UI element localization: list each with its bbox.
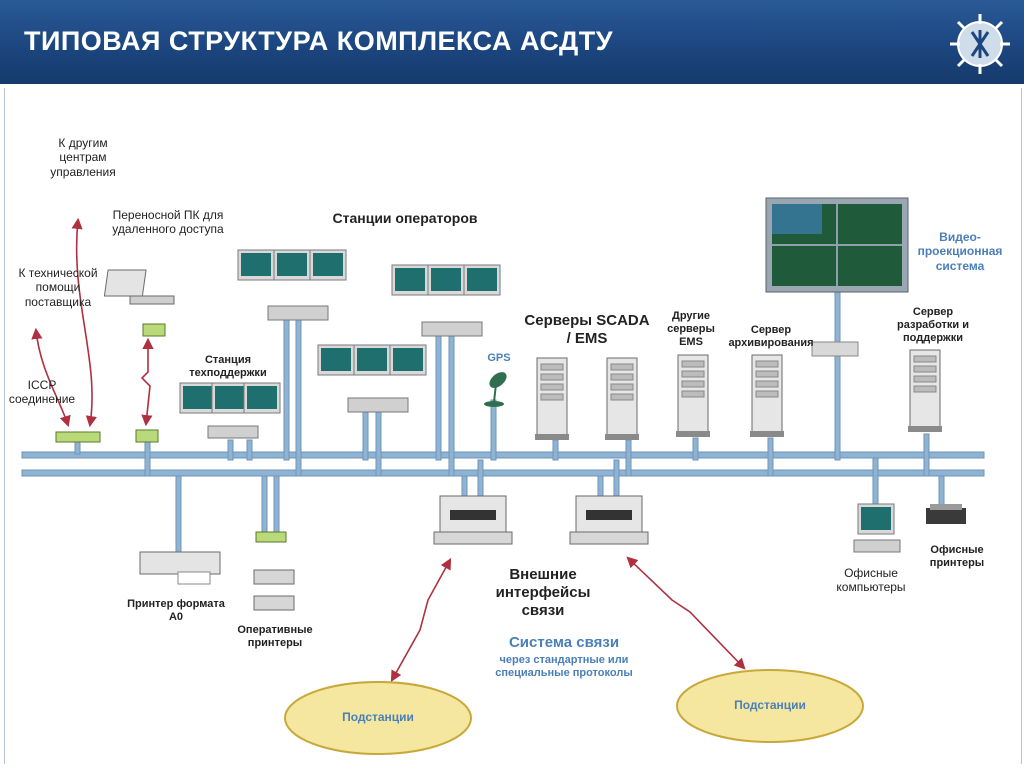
substation-right-ellipse — [676, 669, 864, 743]
op-printer-2-icon — [253, 595, 295, 611]
label-office-pcs: Офисные компьютеры — [836, 566, 906, 595]
bus-drops — [74, 289, 945, 557]
label-substations-right: Подстанции — [734, 698, 806, 712]
plotter-a0-icon — [139, 551, 221, 585]
label-operator-stations: Станции операторов — [332, 210, 478, 226]
archive-server — [749, 354, 785, 438]
scada-server-2 — [604, 357, 640, 441]
other-ems-server — [675, 354, 711, 438]
network-bus — [21, 451, 985, 477]
operator-station-2 — [391, 264, 501, 337]
gateway-boxes — [55, 323, 859, 543]
label-comm-protocols: через стандартные или специальные проток… — [495, 654, 633, 680]
label-scada-servers: Серверы SCADA / EMS — [524, 312, 650, 347]
substation-left-ellipse — [284, 681, 472, 755]
label-tech-support: К технической помощи поставщика — [18, 266, 98, 309]
comm-frontend-2 — [569, 495, 649, 545]
operator-station-1 — [237, 249, 347, 321]
op-printer-1-icon — [253, 569, 295, 585]
label-dev-server: Сервер разработки и поддержки — [897, 306, 969, 345]
header-bar: ТИПОВАЯ СТРУКТУРА КОМПЛЕКСА АСДТУ — [0, 0, 1024, 84]
label-video-system: Видео-проекционная система — [917, 230, 1003, 273]
label-comm-system: Система связи — [508, 634, 620, 651]
comm-frontend-1 — [433, 495, 513, 545]
label-archive-server: Сервер архивирования — [728, 324, 814, 350]
comm-arrows — [31, 217, 746, 682]
label-printer-a0: Принтер формата А0 — [127, 598, 225, 624]
label-gps: GPS — [487, 352, 511, 364]
office-pc-icon — [853, 503, 901, 553]
support-station — [179, 382, 281, 439]
company-logo-icon — [950, 14, 1010, 74]
office-printer-icon — [926, 504, 966, 524]
page-title: ТИПОВАЯ СТРУКТУРА КОМПЛЕКСА АСДТУ — [24, 26, 613, 56]
operator-station-3 — [317, 344, 427, 413]
gps-antenna-icon — [484, 372, 507, 407]
label-op-printers: Оперативные принтеры — [237, 624, 313, 650]
label-support-station: Станция техподдержки — [189, 354, 267, 380]
label-laptop: Переносной ПК для удаленного доступа — [112, 208, 224, 237]
laptop-icon — [103, 269, 175, 305]
label-other-ems: Другие серверы EMS — [667, 310, 715, 349]
label-iccp: ICCP соединение — [8, 378, 76, 407]
dev-server — [907, 349, 943, 433]
slide-frame — [4, 88, 1022, 764]
label-other-centers: К другим центрам управления — [50, 136, 116, 179]
label-ext-interfaces: Внешние интерфейсы связи — [495, 566, 591, 619]
scada-server-1 — [534, 357, 570, 441]
label-office-printers: Офисные принтеры — [929, 544, 985, 570]
label-substations-left: Подстанции — [342, 710, 414, 724]
video-wall-icon — [765, 197, 909, 293]
